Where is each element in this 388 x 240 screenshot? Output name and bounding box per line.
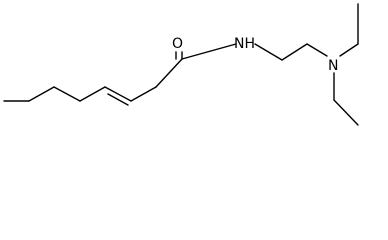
double-bond-c4-c3 [104,86,132,106]
double-bond-c1-o [175,51,183,60]
bond-c7-c6 [28,86,55,102]
bond-n-ethyl1 [339,43,359,57]
bond-c6-c5 [53,86,81,102]
bond-c1-nh [181,43,237,60]
bond-ethyl2-ch3 [333,99,359,126]
bond-ch2-n [306,43,328,57]
amide-nitrogen-label: NH [234,36,255,52]
bond-c5-c4 [79,86,106,102]
bond-ch2-ch2 [281,43,308,61]
bond-c2-c1 [155,58,183,88]
amine-nitrogen-label: N [328,58,338,74]
bond-c3-c2 [130,86,157,102]
oxygen-atom-label: O [172,36,183,52]
molecule-structure: O NH N [3,3,359,126]
bond-nh-ch2 [254,43,283,61]
